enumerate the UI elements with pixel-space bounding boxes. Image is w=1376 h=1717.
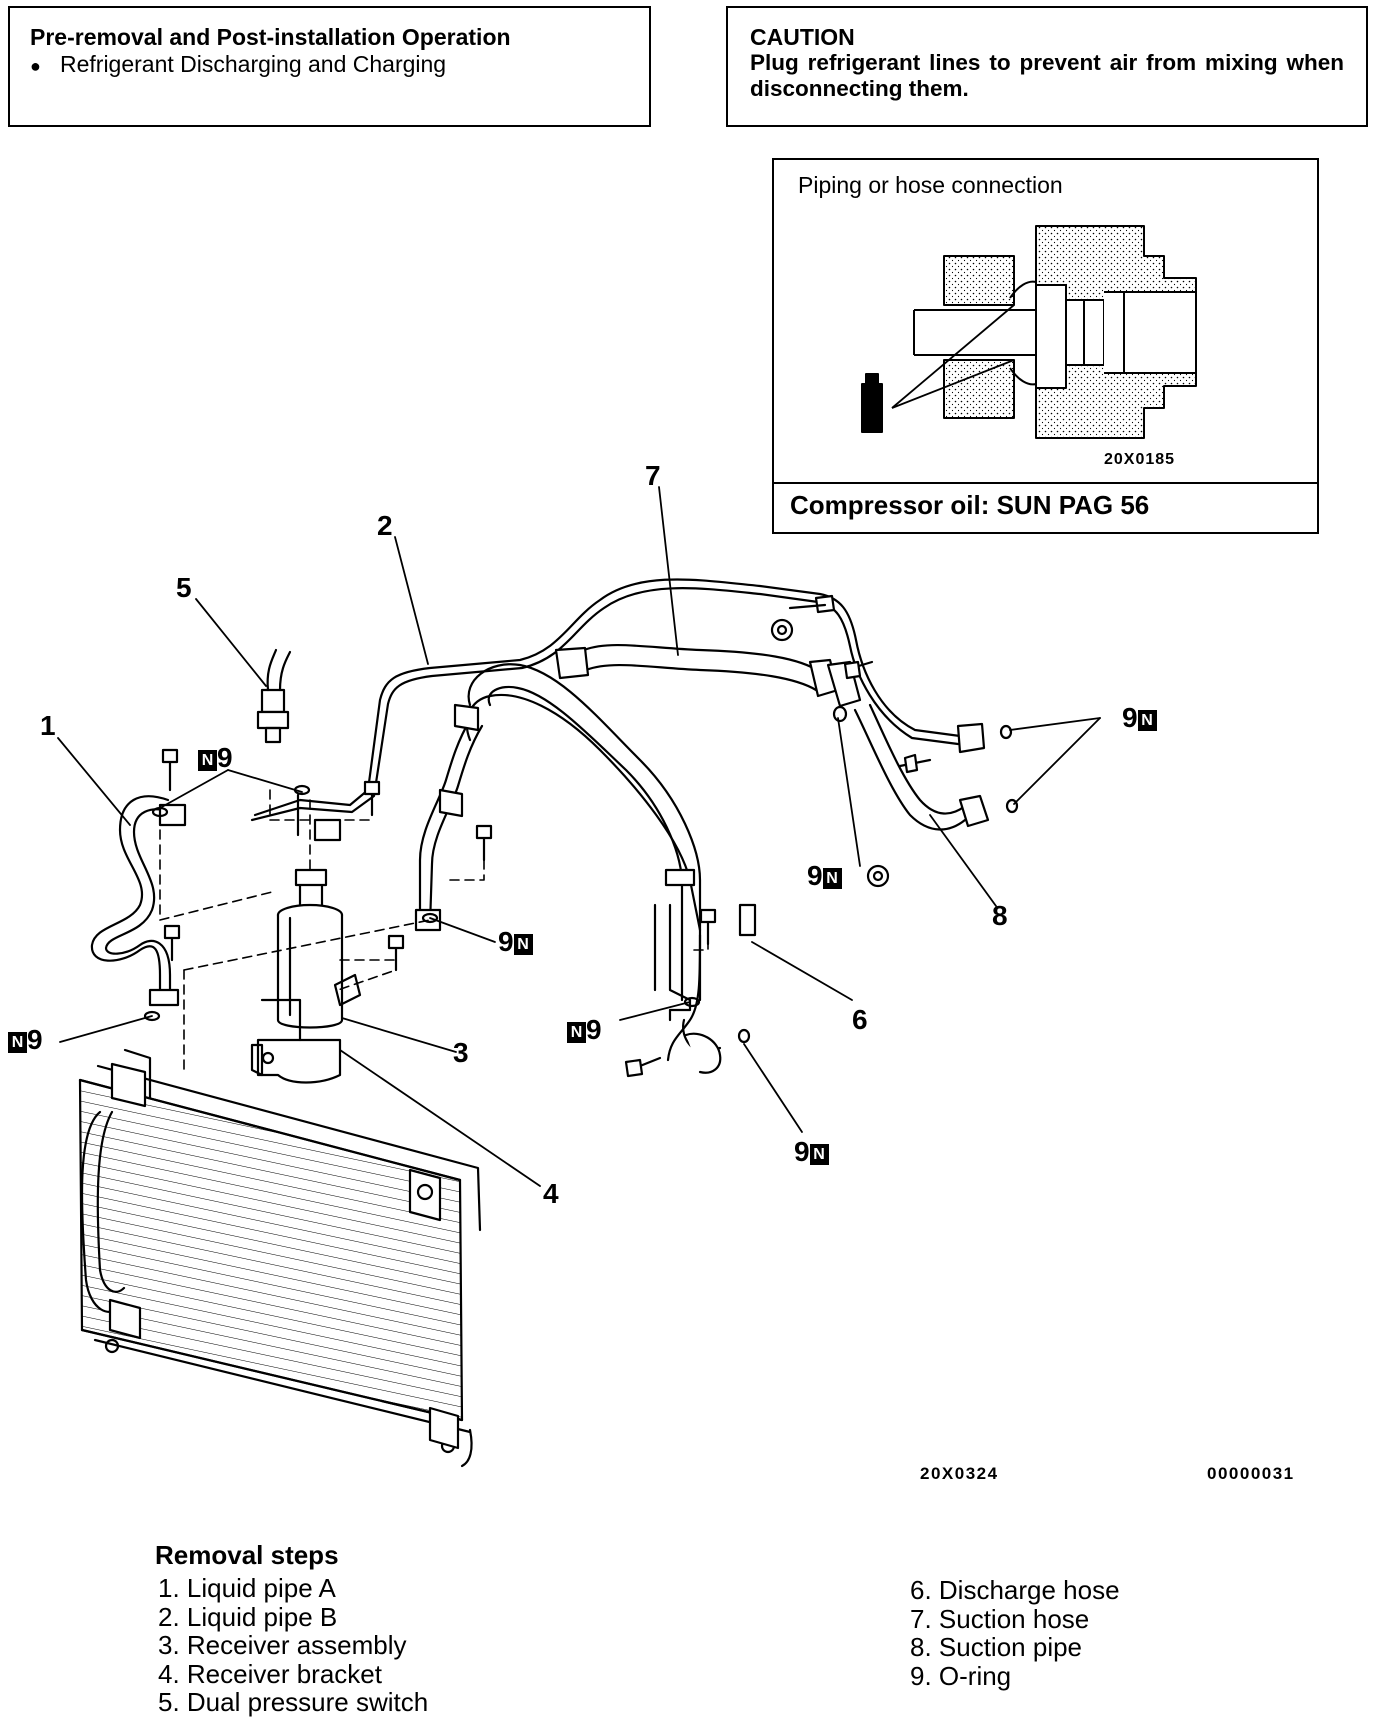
liquid-pipe-b [250, 578, 962, 842]
dual-pressure-switch [256, 648, 292, 744]
compressor-oil-note: Compressor oil: SUN PAG 56 [790, 490, 1150, 520]
callout-7: 7 [645, 460, 661, 491]
figure-code-right: 00000031 [1207, 1464, 1295, 1483]
oring-number: 9 [794, 1136, 810, 1167]
oring-number: 9 [807, 860, 823, 891]
oring-number: 9 [498, 926, 514, 957]
pre-removal-title: Pre-removal and Post-installation Operat… [30, 24, 511, 50]
removal-steps-title: Removal steps [155, 1540, 339, 1570]
n-badge-icon: N [809, 1144, 829, 1165]
n-badge-icon: N [822, 868, 842, 889]
condenser [78, 1048, 482, 1468]
removal-step: 4. Receiver bracket [158, 1658, 382, 1689]
caution-title: CAUTION [750, 24, 855, 50]
inset-divider [774, 482, 1317, 484]
alignment-lines [159, 789, 709, 1071]
n-badge-icon: N [513, 934, 533, 955]
piping-connection-detail [861, 225, 1197, 439]
callout-2: 2 [377, 510, 393, 541]
callout-8: 8 [992, 900, 1008, 931]
removal-steps-list-left: 1. Liquid pipe A 2. Liquid pipe B 3. Rec… [158, 1574, 428, 1717]
liquid-pipe-a [90, 795, 187, 1007]
removal-step: 5. Dual pressure switch [158, 1687, 429, 1717]
inset-figure-code: 20X0185 [1104, 451, 1176, 468]
figure-code-left: 20X0324 [920, 1464, 999, 1483]
removal-step: 1. Liquid pipe A [158, 1573, 336, 1603]
removal-step: 9. O-ring [910, 1660, 1012, 1691]
leader-lines [57, 486, 1101, 1187]
n-badge-icon: N [567, 1022, 586, 1043]
callout-1: 1 [40, 710, 56, 741]
removal-step: 8. Suction pipe [910, 1632, 1083, 1663]
n-badge-icon: N [8, 1032, 27, 1053]
oring-number: 9 [586, 1014, 602, 1045]
pre-removal-box: Pre-removal and Post-installation Operat… [8, 6, 651, 127]
n-badge-icon: N [198, 750, 217, 771]
pre-removal-item-text: Refrigerant Discharging and Charging [60, 51, 447, 77]
discharge-hose [465, 693, 757, 1074]
removal-step: 3. Receiver assembly [158, 1630, 407, 1661]
callout-3: 3 [453, 1037, 469, 1068]
caution-text: Plug refrigerant lines to prevent air fr… [750, 50, 1344, 101]
suction-pipe [826, 660, 990, 831]
inset-title: Piping or hose connection [798, 172, 1063, 198]
callout-5: 5 [176, 572, 192, 603]
n-badge-icon: N [1137, 710, 1157, 731]
oring-number: 9 [217, 742, 233, 773]
callout-4: 4 [543, 1178, 559, 1209]
pre-removal-item: ● Refrigerant Discharging and Charging [30, 51, 629, 80]
removal-step: 7. Suction hose [910, 1603, 1090, 1634]
removal-step: 6. Discharge hose [910, 1575, 1120, 1605]
caution-box: CAUTION Plug refrigerant lines to preven… [726, 6, 1368, 127]
receiver-bracket [250, 973, 362, 1084]
oring-number: 9 [1122, 702, 1138, 733]
inset-piping-connection: Piping or hose connection 20X0185 Compre… [772, 158, 1319, 534]
left-hose-fittings [414, 703, 484, 932]
bolts [161, 594, 932, 1078]
removal-steps-list-right: 6. Discharge hose 7. Suction hose 8. Suc… [910, 1576, 1120, 1690]
oring-number: 9 [27, 1024, 43, 1055]
callout-6: 6 [852, 1004, 868, 1035]
removal-step: 2. Liquid pipe B [158, 1601, 338, 1632]
bullet-icon: ● [30, 56, 41, 76]
